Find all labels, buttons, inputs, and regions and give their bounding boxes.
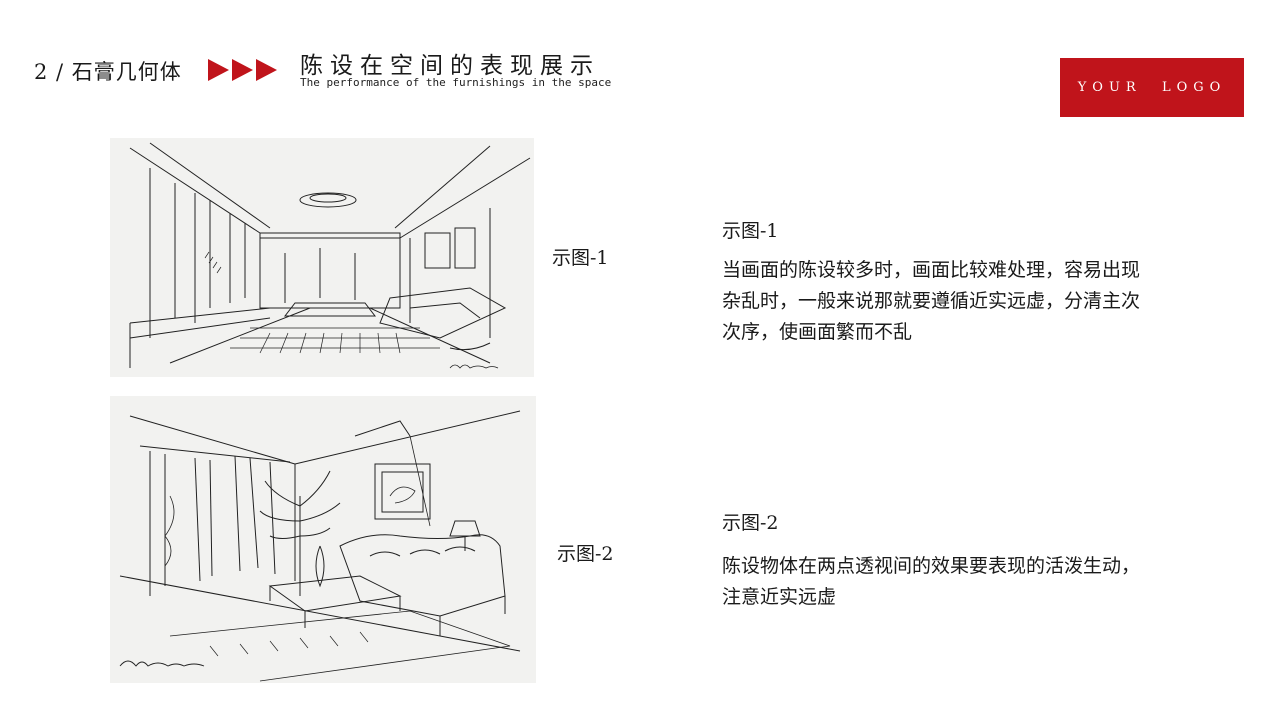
sketch-image-1 <box>110 138 534 377</box>
page-subtitle: The performance of the furnishings in th… <box>300 76 612 89</box>
triangle-icon <box>232 59 253 81</box>
triangle-icon <box>208 59 229 81</box>
arrow-triangles <box>208 59 277 83</box>
page-title: 陈设在空间的表现展示 <box>300 53 600 79</box>
triangle-icon <box>256 59 277 81</box>
logo: YOUR LOGO <box>1060 58 1244 117</box>
sketch-image-2 <box>110 396 536 683</box>
section-label: 2 / 石膏几何体 <box>34 60 182 84</box>
caption-body-1: 当画面的陈设较多时，画面比较难处理，容易出现杂乱时，一般来说那就要遵循近实远虚，… <box>722 259 1141 343</box>
interior-sketch-1 <box>129 142 531 369</box>
caption-title-1: 示图-1 <box>722 220 779 242</box>
figure-label-1: 示图-1 <box>552 247 609 269</box>
caption-body-2: 陈设物体在两点透视间的效果要表现的活泼生动，注意近实远虚 <box>722 555 1141 608</box>
interior-sketch-2 <box>119 410 521 682</box>
caption-title-2: 示图-2 <box>722 512 779 534</box>
figure-label-2: 示图-2 <box>557 543 614 565</box>
